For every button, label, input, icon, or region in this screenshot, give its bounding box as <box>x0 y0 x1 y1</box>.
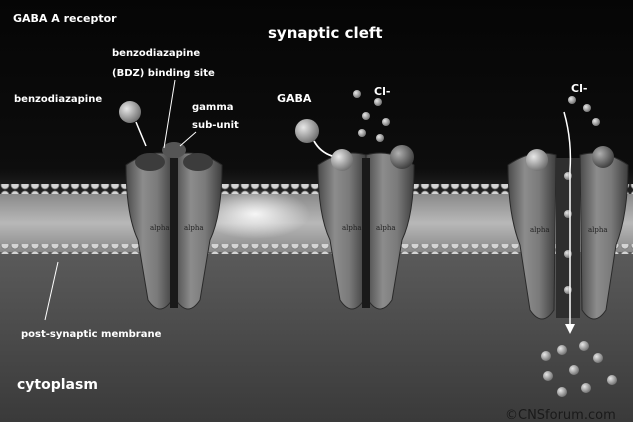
alpha-label-1b: alpha <box>184 224 204 232</box>
watermark: ©CNSforum.com <box>505 408 616 422</box>
cytoplasm-label: cytoplasm <box>17 377 98 393</box>
alpha-label-2b: alpha <box>376 224 396 232</box>
alpha-label-1a: alpha <box>150 224 170 232</box>
gaba-molecule <box>295 119 319 143</box>
alpha-label-3a: alpha <box>530 226 550 234</box>
benzodiazapine-label: benzodiazapine <box>14 94 102 105</box>
membrane-label: post-synaptic membrane <box>21 329 162 340</box>
bdz-site-label-line2: (BDZ) binding site <box>112 68 215 79</box>
gaba-label: GABA <box>277 92 312 105</box>
chloride-label-right: Cl- <box>571 82 587 95</box>
bdz-site-label-line1: benzodiazapine <box>112 48 200 59</box>
alpha-label-2a: alpha <box>342 224 362 232</box>
gamma-label-line2: sub-unit <box>192 120 239 131</box>
receptor-title: GABA A receptor <box>13 12 117 25</box>
gamma-label-line1: gamma <box>192 102 234 113</box>
alpha-label-3b: alpha <box>588 226 608 234</box>
benzodiazapine-molecule <box>119 101 141 123</box>
chloride-label-middle: Cl- <box>374 85 390 98</box>
synaptic-cleft-label: synaptic cleft <box>268 24 383 42</box>
